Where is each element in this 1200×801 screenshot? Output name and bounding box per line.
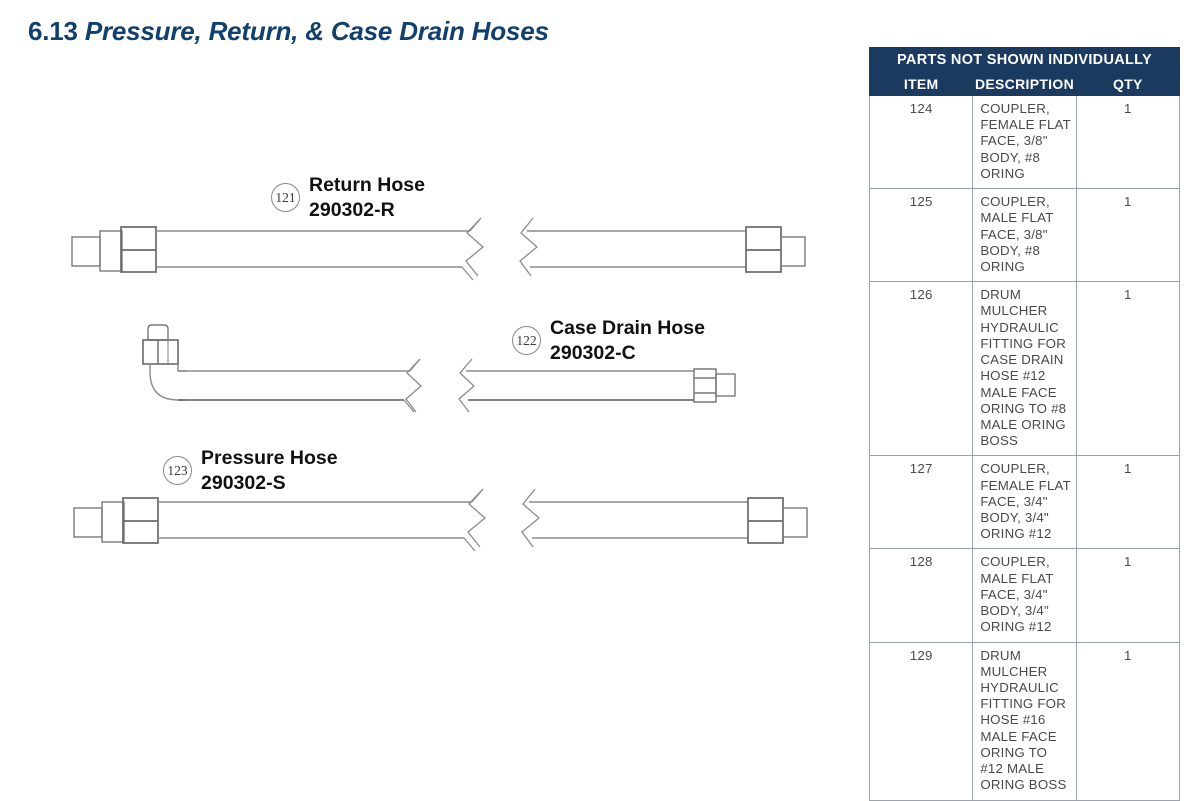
table-title: PARTS NOT SHOWN INDIVIDUALLY	[869, 47, 1180, 72]
cell-item: 128	[868, 548, 974, 643]
table-title-row: PARTS NOT SHOWN INDIVIDUALLY	[869, 47, 1180, 72]
cell-item: 127	[868, 455, 974, 550]
table-row: 124 COUPLER, FEMALE FLAT FACE, 3/8" BODY…	[868, 94, 1181, 190]
cell-description: COUPLER, MALE FLAT FACE, 3/4" BODY, 3/4"…	[972, 548, 1077, 643]
cell-qty: 1	[1075, 548, 1181, 643]
cell-description: DRUM MULCHER HYDRAULIC FITTING FOR HOSE …	[972, 641, 1077, 801]
callout-partnumber-122: 290302-C	[550, 341, 636, 364]
cell-qty: 1	[1075, 281, 1181, 457]
callout-121: 121 Return Hose 290302-R	[271, 173, 425, 223]
table-row: 126 DRUM MULCHER HYDRAULIC FITTING FOR C…	[868, 281, 1181, 457]
cell-description: COUPLER, FEMALE FLAT FACE, 3/8" BODY, #8…	[972, 94, 1077, 190]
callout-bubble-123: 123	[163, 456, 192, 486]
callout-label-122: Case Drain Hose 290302-C	[550, 316, 705, 366]
callout-123: 123 Pressure Hose 290302-S	[163, 446, 338, 496]
hose-diagram	[71, 217, 808, 552]
callout-label-121: Return Hose 290302-R	[309, 173, 425, 223]
column-header-qty: QTY	[1075, 71, 1181, 96]
cell-qty: 1	[1075, 94, 1181, 190]
table-header-row: ITEM DESCRIPTION QTY	[868, 71, 1181, 96]
table-row: 125 COUPLER, MALE FLAT FACE, 3/8" BODY, …	[868, 188, 1181, 283]
cell-description: COUPLER, FEMALE FLAT FACE, 3/4" BODY, 3/…	[972, 455, 1077, 550]
column-header-item: ITEM	[868, 71, 974, 96]
return-hose-drawing	[71, 217, 806, 281]
column-header-description: DESCRIPTION	[972, 71, 1077, 96]
cell-item: 129	[868, 641, 974, 801]
table-row: 128 COUPLER, MALE FLAT FACE, 3/4" BODY, …	[868, 548, 1181, 643]
parts-not-shown-table: PARTS NOT SHOWN INDIVIDUALLY ITEM DESCRI…	[868, 47, 1181, 801]
cell-description: DRUM MULCHER HYDRAULIC FITTING FOR CASE …	[972, 281, 1077, 457]
pressure-hose-drawing	[73, 488, 808, 552]
callout-bubble-121: 121	[271, 183, 300, 213]
callout-bubble-122: 122	[512, 326, 541, 356]
page-title: 6.13 Pressure, Return, & Case Drain Hose…	[28, 16, 549, 47]
cell-item: 125	[868, 188, 974, 283]
callout-partnumber-123: 290302-S	[201, 471, 286, 494]
page-title-text: Pressure, Return, & Case Drain Hoses	[84, 16, 549, 46]
cell-qty: 1	[1075, 188, 1181, 283]
case-drain-hose-drawing	[142, 324, 736, 413]
cell-qty: 1	[1075, 455, 1181, 550]
callout-122: 122 Case Drain Hose 290302-C	[512, 316, 705, 366]
cell-description: COUPLER, MALE FLAT FACE, 3/8" BODY, #8 O…	[972, 188, 1077, 283]
callout-name-121: Return Hose	[309, 174, 425, 196]
section-number: 6.13	[28, 16, 78, 46]
cell-qty: 1	[1075, 641, 1181, 801]
table-body: 124 COUPLER, FEMALE FLAT FACE, 3/8" BODY…	[868, 94, 1181, 801]
table-row: 129 DRUM MULCHER HYDRAULIC FITTING FOR H…	[868, 641, 1181, 801]
callout-label-123: Pressure Hose 290302-S	[201, 446, 338, 496]
callout-name-123: Pressure Hose	[201, 447, 338, 469]
callout-name-122: Case Drain Hose	[550, 317, 705, 339]
cell-item: 124	[868, 94, 974, 190]
callout-partnumber-121: 290302-R	[309, 198, 395, 221]
cell-item: 126	[868, 281, 974, 457]
table-row: 127 COUPLER, FEMALE FLAT FACE, 3/4" BODY…	[868, 455, 1181, 550]
